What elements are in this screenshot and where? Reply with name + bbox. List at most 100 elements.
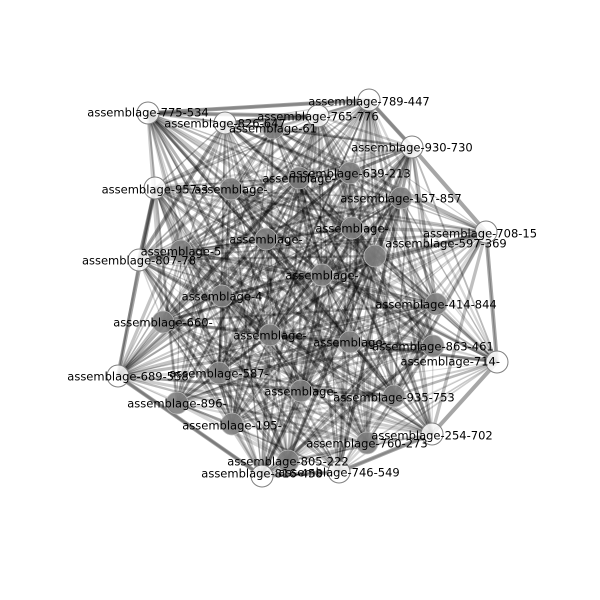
graph-edge — [117, 145, 413, 378]
graph-edge — [269, 334, 289, 462]
node-label: assemblage-157-857 — [340, 192, 461, 206]
graph-edge — [269, 334, 498, 363]
graph-edge — [221, 294, 434, 348]
graph-edge — [349, 340, 434, 348]
graph-edge — [286, 227, 354, 462]
graph-edge — [230, 115, 320, 425]
graph-edge — [218, 372, 368, 444]
graph-edge — [161, 321, 264, 477]
graph-edge — [218, 231, 487, 374]
graph-node — [127, 248, 151, 272]
graph-edge — [265, 177, 300, 240]
graph-edge — [434, 231, 488, 305]
graph-edge — [287, 394, 395, 463]
graph-edge — [231, 345, 434, 425]
graph-edge — [147, 112, 319, 117]
graph-edge — [146, 112, 272, 336]
graph-node — [327, 460, 351, 484]
node-label: assemblage-789-447 — [308, 95, 429, 109]
graph-edge — [180, 249, 351, 344]
graph-edge — [338, 231, 487, 473]
graph-edge — [138, 237, 267, 262]
graph-edge — [350, 227, 396, 397]
graph-edge — [218, 227, 353, 374]
graph-edge — [272, 127, 498, 363]
node-label: assemblage-775-534 — [87, 106, 208, 120]
graph-edge — [117, 250, 182, 377]
graph-edge — [230, 115, 319, 190]
graph-edge — [374, 255, 433, 435]
graph-edge — [298, 99, 370, 179]
node-label: assemblage-957-3 — [102, 183, 209, 197]
graph-edge — [138, 259, 220, 374]
graph-edge — [147, 112, 487, 233]
graph-edge — [351, 146, 413, 229]
graph-node — [474, 220, 498, 244]
graph-edge — [287, 345, 434, 462]
graph-edge — [147, 98, 370, 115]
graph-edge — [229, 187, 352, 344]
node-label: assemblage-660- — [113, 316, 212, 330]
node-label: assemblage- — [264, 385, 337, 399]
graph-edge — [153, 187, 179, 404]
graph-edge — [320, 196, 403, 277]
graph-edge — [223, 122, 369, 444]
graph-edge — [138, 122, 226, 261]
graph-edge — [337, 197, 403, 473]
graph-edge — [154, 186, 351, 344]
graph-edge — [272, 127, 402, 199]
graph-edge — [317, 115, 340, 473]
graph-edge — [176, 127, 274, 404]
graph-node — [207, 361, 231, 385]
graph-edge — [217, 127, 275, 374]
graph-node — [357, 88, 381, 112]
graph-edge — [338, 345, 434, 473]
graph-edge — [298, 176, 402, 200]
graph-edge — [229, 188, 290, 462]
node-label: assemblage-807-78 — [82, 254, 196, 268]
graph-edge — [117, 374, 433, 436]
graph-edge — [351, 227, 437, 305]
graph-node — [210, 284, 234, 308]
graph-edge — [147, 112, 263, 477]
graph-edge — [287, 115, 319, 462]
graph-edge — [230, 188, 302, 392]
graph-edge — [154, 145, 413, 190]
graph-edge — [265, 237, 498, 364]
graph-edge — [180, 188, 232, 252]
graph-node — [276, 449, 300, 473]
graph-edge — [367, 99, 499, 363]
graph-edge — [272, 126, 413, 149]
graph-node — [258, 323, 282, 347]
graph-edge — [349, 172, 437, 305]
graph-edge — [221, 254, 376, 298]
graph-edge — [231, 422, 368, 445]
graph-edge — [272, 126, 487, 234]
graph-edge — [162, 320, 340, 474]
graph-edge — [366, 361, 498, 444]
node-label: assemblage-765-776 — [257, 110, 378, 124]
graph-edge — [161, 250, 183, 323]
node-label: assemblage- — [229, 233, 302, 247]
node-label: assemblage-896- — [127, 397, 226, 411]
graph-node — [382, 384, 406, 408]
node-label: assemblage- — [315, 222, 388, 236]
graph-edge — [162, 302, 437, 324]
graph-node — [169, 239, 193, 263]
graph-edge — [218, 172, 351, 374]
graph-edge — [147, 112, 232, 190]
graph-edge — [137, 187, 157, 261]
graph-edge — [179, 250, 341, 473]
graph-edge — [116, 177, 301, 377]
graph-edge — [138, 259, 340, 473]
graph-edge — [176, 146, 413, 404]
graph-edge — [261, 471, 340, 477]
graph-edge — [224, 121, 402, 200]
graph-edge — [299, 227, 354, 392]
graph-edge — [230, 188, 271, 336]
graph-edge — [348, 172, 396, 397]
graph-edge — [153, 187, 290, 462]
graph-edge — [271, 127, 354, 229]
graph-edge — [161, 321, 290, 462]
